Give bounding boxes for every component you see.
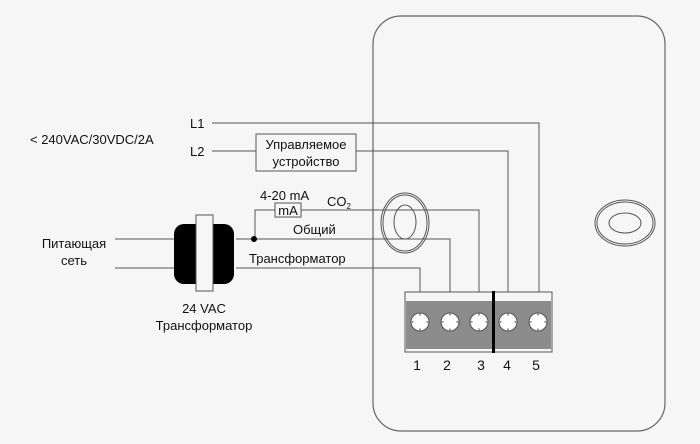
terminal-number-2: 2 xyxy=(443,357,451,373)
co2-label: CO2 xyxy=(327,194,352,211)
terminal-number-1: 1 xyxy=(413,357,421,373)
controlled-device-line2: устройство xyxy=(273,154,340,169)
transformer-line2: Трансформатор xyxy=(156,318,253,333)
signal-range-label: 4-20 mA xyxy=(260,188,309,203)
common-label: Общий xyxy=(293,222,336,237)
milliamp-meter-label: mA xyxy=(278,203,298,218)
transformer-wire-label: Трансформатор xyxy=(249,251,346,266)
wire-l1 xyxy=(212,122,540,292)
rating-label: < 240VAC/30VDC/2A xyxy=(30,132,154,147)
terminal-number-4: 4 xyxy=(503,357,511,373)
mains-line1: Питающая xyxy=(42,236,106,251)
wire-common xyxy=(236,238,451,292)
controlled-device-box xyxy=(255,133,357,172)
terminal-number-5: 5 xyxy=(532,357,540,373)
mains-line2: сеть xyxy=(61,253,87,268)
terminal-screw-icon xyxy=(528,312,548,332)
wire-signal-in xyxy=(254,209,275,239)
milliamp-meter-box xyxy=(274,202,302,218)
junction-dot xyxy=(251,236,257,242)
terminal-screw-icon xyxy=(410,312,430,332)
line-l1-label: L1 xyxy=(190,116,204,131)
terminal-screw-icon xyxy=(498,312,518,332)
terminal-screw-icon xyxy=(469,312,489,332)
wire-signal-out xyxy=(301,209,480,292)
controlled-device-line1: Управляемое xyxy=(265,137,346,152)
terminal-screw-icon xyxy=(440,312,460,332)
wire-transformer xyxy=(236,267,421,292)
terminal-number-3: 3 xyxy=(477,357,485,373)
transformer-line1: 24 VAC xyxy=(182,301,226,316)
transformer-icon xyxy=(174,214,234,292)
wire-l2-out xyxy=(356,150,509,292)
line-l2-label: L2 xyxy=(190,144,204,159)
sensor-window-icon xyxy=(594,199,656,247)
